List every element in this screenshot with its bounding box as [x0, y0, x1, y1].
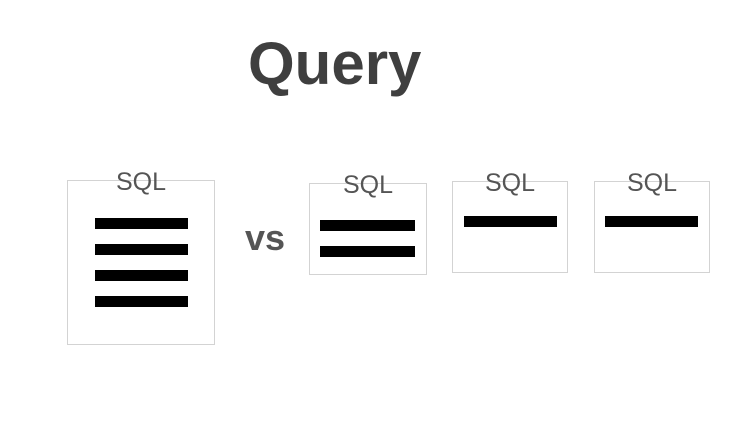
sql-line: [320, 246, 415, 257]
query-title: Query: [248, 30, 422, 97]
sql-line: [464, 216, 557, 227]
sql-label: SQL: [626, 169, 678, 197]
sql-line: [320, 220, 415, 231]
sql-document-small-2: SQL: [452, 169, 568, 273]
sql-document-small-1: SQL: [309, 171, 427, 275]
sql-line: [95, 218, 188, 229]
sql-line: [95, 296, 188, 307]
sql-document-large: SQL: [67, 168, 215, 345]
sql-label: SQL: [484, 169, 536, 197]
sql-label: SQL: [115, 168, 167, 196]
sql-line: [95, 244, 188, 255]
vs-separator: vs: [245, 217, 286, 258]
sql-line: [95, 270, 188, 281]
sql-line: [605, 216, 698, 227]
sql-document-small-3: SQL: [594, 169, 710, 273]
sql-label: SQL: [342, 171, 394, 199]
